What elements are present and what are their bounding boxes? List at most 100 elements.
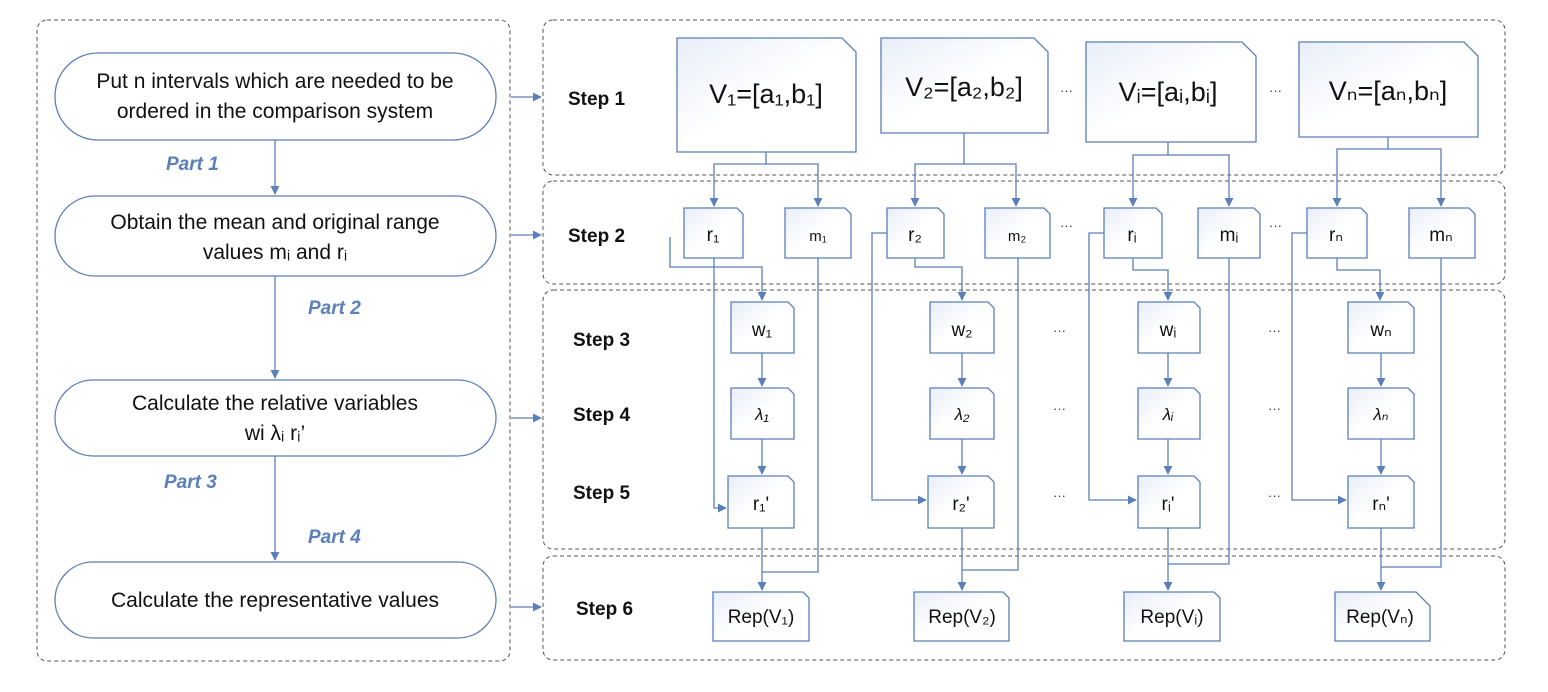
- r-box-3: [1103, 207, 1163, 259]
- step2-frame: [542, 180, 1506, 285]
- rep-box-4: [1334, 591, 1431, 642]
- step-label-4: Step 4: [573, 405, 630, 426]
- ellipsis-step4-b: ···: [1268, 401, 1281, 416]
- rp-box-1: [727, 475, 795, 529]
- rep-box-2: [913, 591, 1010, 642]
- m1-to-rep1: [762, 258, 819, 573]
- rp-box-3: [1137, 475, 1201, 529]
- step6-frame: [542, 555, 1506, 661]
- ellipsis-group: ··· ··· ··· ··· ··· ··· ··· ··· ··· ···: [1053, 83, 1282, 503]
- step-label-6: Step 6: [576, 599, 633, 620]
- column-2: V₂=[a₂,b₂] r₂ m₂ w₂ λ₂ r₂' Rep(V₂): [871, 37, 1051, 642]
- step-label-2: Step 2: [568, 226, 625, 247]
- lambda-box-2: [929, 387, 995, 440]
- rep-label-2: Rep(V₂): [928, 607, 996, 628]
- r-box-2: [886, 207, 945, 259]
- part2-box: [54, 195, 497, 277]
- v-box-4: [1298, 41, 1479, 138]
- ellipsis-step2-a: ···: [1060, 218, 1073, 233]
- column-4: Vₙ=[aₙ,bₙ] rₙ mₙ wₙ λₙ rₙ' Rep(Vₙ): [1291, 41, 1479, 642]
- w-box-1: [730, 301, 795, 354]
- rep-box-3: [1123, 591, 1221, 642]
- v-label-2: V₂=[a₂,b₂]: [905, 72, 1023, 102]
- r-label-3: rᵢ: [1127, 225, 1136, 246]
- part3-box-line1: Calculate the relative variables: [132, 392, 418, 415]
- mn-to-repn: [1381, 258, 1442, 568]
- ellipsis-step3-b: ···: [1268, 323, 1281, 338]
- r-box-1: [683, 207, 744, 259]
- m-label-2: m₂: [1008, 228, 1026, 245]
- v2-to-m2: [964, 163, 1021, 207]
- lambda-box-1: [730, 387, 795, 440]
- ellipsis-step1-a: ···: [1060, 83, 1073, 98]
- part3-box-line2: wi λᵢ rᵢ’: [244, 422, 305, 445]
- ellipsis-step1-b: ···: [1269, 83, 1282, 98]
- w-box-4: [1347, 301, 1415, 354]
- rep-box-1: [712, 591, 810, 642]
- m-label-3: mᵢ: [1220, 225, 1239, 246]
- ellipsis-step3-a: ···: [1053, 323, 1066, 338]
- part4-box-line1: Calculate the representative values: [111, 589, 439, 612]
- part2-box-line2: values mᵢ and rᵢ: [203, 241, 347, 264]
- r1-to-w1: [669, 237, 767, 301]
- v1-to-m1: [766, 163, 823, 207]
- rep-label-4: Rep(Vₙ): [1346, 607, 1414, 628]
- w-label-1: w₁: [751, 320, 772, 341]
- v-label-4: Vₙ=[aₙ,bₙ]: [1329, 76, 1448, 106]
- r-label-2: r₂: [908, 225, 922, 246]
- vn-to-rn: [1332, 137, 1389, 207]
- part4-box: [54, 561, 497, 639]
- v1-to-r1: [709, 152, 767, 207]
- lambda-label-4: λₙ: [1372, 405, 1388, 424]
- part-label-1: Part 1: [166, 154, 219, 175]
- m-label-1: m₁: [809, 228, 827, 245]
- column-1: V₁=[a₁,b₁] r₁ m₁ w₁ λ₁ r₁' Rep(V₁): [669, 37, 857, 642]
- ellipsis-step5-b: ···: [1268, 488, 1281, 503]
- m-box-3: [1197, 207, 1261, 259]
- step3-5-frame: [542, 289, 1506, 550]
- lambda-label-1: λ₁: [754, 405, 769, 424]
- rep-label-3: Rep(Vᵢ): [1140, 607, 1203, 628]
- m-box-2: [984, 207, 1051, 259]
- step1-frame: [542, 19, 1506, 176]
- rp-label-4: rₙ': [1372, 494, 1390, 515]
- w-box-2: [929, 301, 995, 354]
- rn-down-to-rpn: [1291, 232, 1347, 505]
- lambda-box-4: [1347, 387, 1415, 440]
- lambda-box-3: [1137, 387, 1201, 440]
- v3-to-ri: [1128, 142, 1169, 207]
- r1-down-to-rp1: [713, 258, 727, 513]
- part1-box: [54, 52, 497, 141]
- part1-box-line2: ordered in the comparison system: [117, 100, 433, 123]
- ri-down-to-rpi: [1088, 232, 1137, 505]
- mi-to-repi: [1168, 258, 1230, 565]
- m-box-4: [1408, 207, 1476, 259]
- rn-to-wn: [1336, 258, 1385, 301]
- m-label-4: mₙ: [1429, 225, 1452, 246]
- ri-to-wi: [1132, 258, 1173, 301]
- rp-box-2: [927, 475, 995, 529]
- lambda-label-3: λᵢ: [1162, 405, 1174, 424]
- v2-to-r2: [910, 133, 965, 207]
- column-3: Vᵢ=[aᵢ,bᵢ] rᵢ mᵢ wᵢ λᵢ rᵢ' Rep(Vᵢ): [1085, 41, 1261, 642]
- part-label-4: Part 4: [308, 527, 361, 548]
- vn-to-mn: [1388, 148, 1446, 207]
- rp-box-4: [1347, 475, 1415, 529]
- v3-to-mi: [1168, 154, 1234, 207]
- r2-to-w2: [914, 258, 967, 301]
- w-label-4: wₙ: [1369, 320, 1391, 341]
- v-box-3: [1085, 41, 1257, 143]
- part-label-2: Part 2: [308, 298, 361, 319]
- rp-label-3: rᵢ': [1162, 494, 1175, 515]
- r-box-4: [1306, 207, 1368, 259]
- rp-label-2: r₂': [952, 494, 969, 515]
- r-label-4: rₙ: [1329, 225, 1343, 246]
- v-box-1: [676, 37, 857, 153]
- ellipsis-step2-b: ···: [1269, 218, 1282, 233]
- m2-to-rep2: [962, 258, 1019, 571]
- r-label-1: r₁: [707, 225, 720, 246]
- step-label-5: Step 5: [573, 483, 630, 504]
- ellipsis-step5-a: ···: [1053, 488, 1066, 503]
- lambda-label-2: λ₂: [954, 405, 970, 424]
- step-label-3: Step 3: [573, 330, 630, 351]
